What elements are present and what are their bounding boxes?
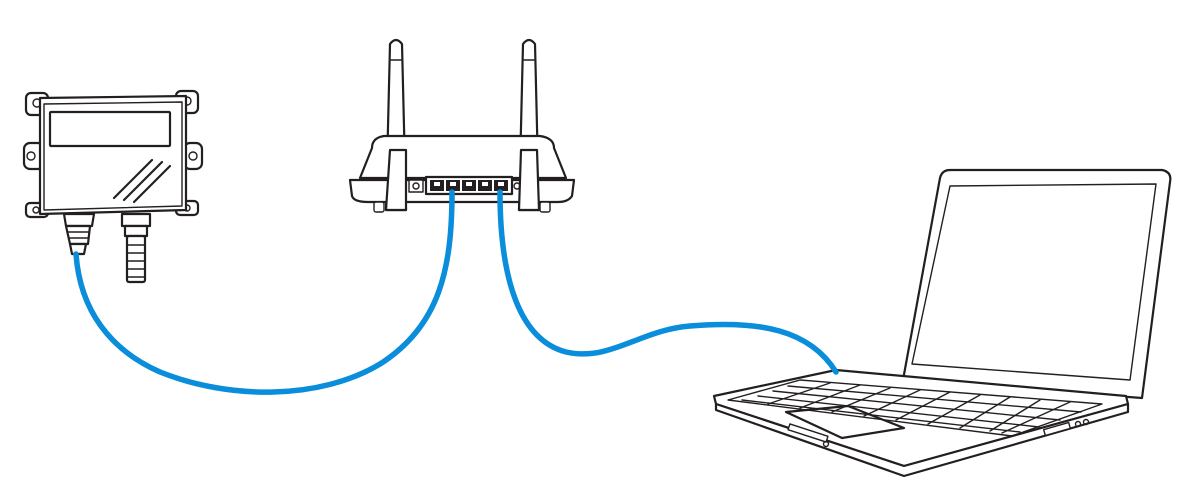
laptop-icon <box>712 168 1172 478</box>
router-icon <box>348 38 576 213</box>
sensor-box-icon <box>22 89 204 284</box>
ethernet-cable-sensor-router <box>73 189 455 395</box>
ethernet-cable-router-laptop <box>497 189 839 375</box>
